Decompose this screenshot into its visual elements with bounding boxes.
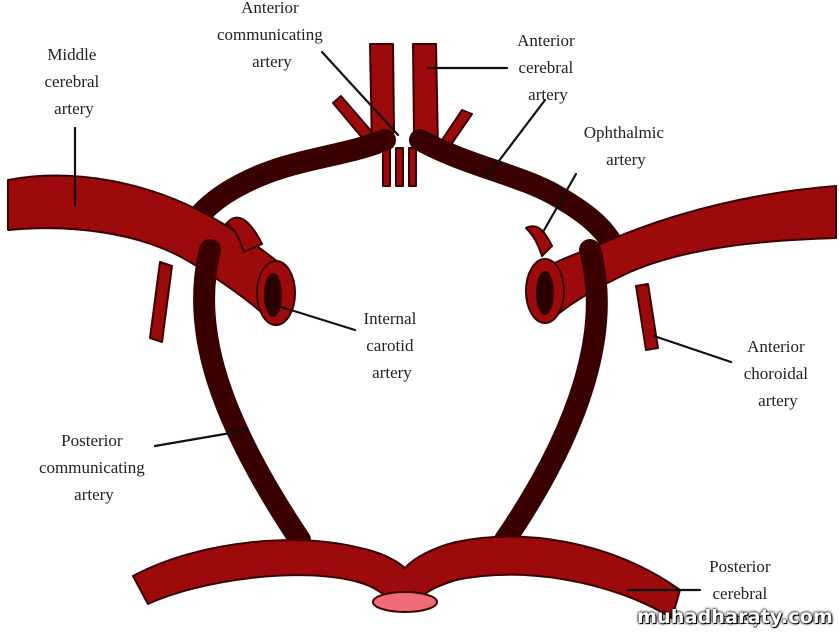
right-posterior-communicating-fill — [496, 241, 606, 549]
right-ophthalmic-hook — [525, 225, 553, 257]
watermark: muhadharaty.com — [637, 606, 833, 628]
leader-internal-carotid — [276, 304, 357, 332]
label-posterior-communicating-artery: Posterior communicating artery — [39, 431, 149, 504]
left-small-descending-branch — [149, 261, 173, 343]
right-a1-segment-fill — [411, 131, 619, 249]
label-anterior-choroidal-artery: Anterior choroidal artery — [744, 337, 812, 410]
anterior-communicating-striations — [382, 147, 417, 187]
leader-anterior-choroidal — [652, 334, 733, 364]
label-posterior-cerebral-artery: Posterior cerebral artery — [709, 557, 775, 628]
label-internal-carotid-artery: Internal carotid artery — [363, 309, 420, 382]
left-ophthalmic-hook — [225, 216, 263, 253]
left-small-top-branch — [332, 95, 373, 141]
leader-ophthalmic — [541, 172, 578, 234]
label-middle-cerebral-artery: Middle cerebral artery — [45, 45, 104, 118]
leader-lines — [73, 50, 733, 592]
left-a1-segment-fill — [181, 131, 394, 237]
label-anterior-communicating-artery: Anterior communicating artery — [217, 0, 327, 71]
labels: Anterior communicating artery Anterior c… — [39, 0, 812, 628]
label-ophthalmic-artery: Ophthalmic artery — [584, 123, 669, 169]
vessels — [7, 43, 837, 619]
leader-posterior-communicating — [153, 428, 250, 448]
posterior-cerebral-arch — [132, 535, 681, 619]
leader-anterior-communicating — [320, 50, 400, 137]
basilar-artery-cut-end — [372, 591, 438, 613]
right-internal-carotid-stump — [525, 258, 565, 324]
leader-anterior-cerebral-lower — [484, 98, 547, 180]
label-anterior-cerebral-artery: Anterior cerebral artery — [517, 31, 579, 104]
left-posterior-communicating-fill — [195, 241, 309, 549]
left-internal-carotid-stump — [256, 260, 296, 326]
right-anterior-choroidal-branch — [635, 283, 659, 351]
